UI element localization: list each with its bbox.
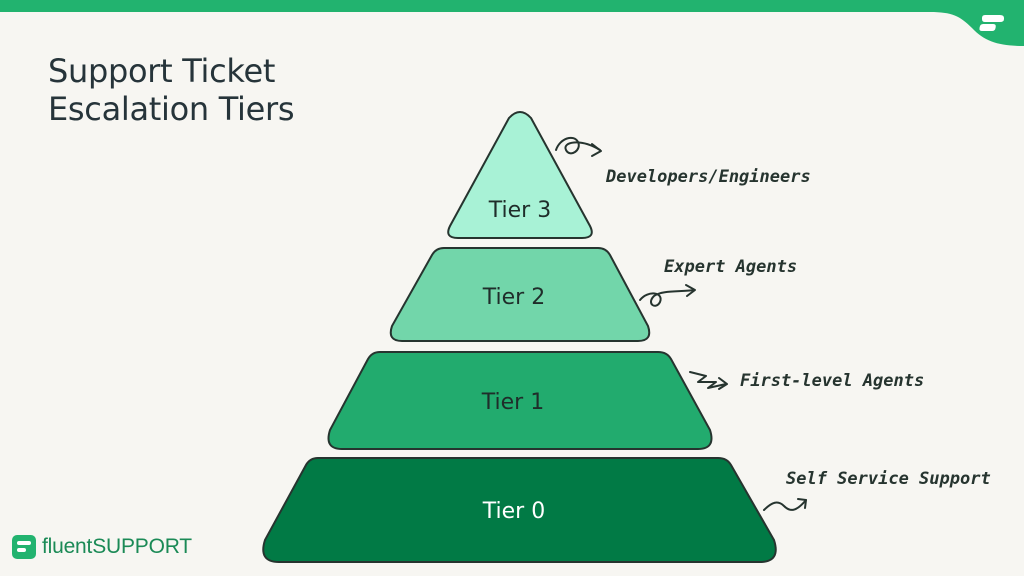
tier-2-label: Tier 2 [482, 285, 545, 310]
brand-logo: fluentSUPPORT [12, 534, 192, 560]
wave-arrow-icon [763, 499, 807, 511]
arrowhead-icon [797, 498, 807, 509]
arrowhead-icon [718, 377, 728, 390]
tier-3-label: Tier 3 [488, 198, 551, 223]
brand-mark-icon [979, 15, 1004, 31]
loop-arrow-icon [639, 289, 695, 307]
tier-0: Tier 0 [262, 457, 777, 563]
tier-1-description: First-level Agents [740, 371, 924, 391]
title-line-1: Support Ticket [48, 52, 276, 90]
arrowhead-icon [685, 284, 696, 297]
tier-2: Tier 2 [389, 247, 651, 342]
brand-wordmark: fluentSUPPORT [42, 535, 192, 559]
title-line-2: Escalation Tiers [48, 90, 295, 128]
annotation-tier-1: First-level Agents [689, 371, 924, 391]
arrowhead-icon [591, 143, 602, 157]
tier-2-shape [389, 247, 651, 342]
fluent-logo-icon [12, 535, 36, 559]
zigzag-arrow-icon [689, 371, 727, 389]
annotation-tier-2: Expert Agents [639, 257, 797, 307]
tier-1-label: Tier 1 [481, 390, 544, 415]
loop-arrow-icon [555, 136, 601, 155]
page-title: Support Ticket Escalation Tiers [48, 52, 295, 128]
tier-1: Tier 1 [327, 351, 713, 450]
brand-wordmark-part-2: SUPPORT [92, 535, 192, 558]
tier-0-shape [262, 457, 777, 563]
top-accent-bar [0, 0, 1024, 46]
tier-2-description: Expert Agents [664, 257, 797, 277]
tier-3-shape [447, 111, 593, 239]
tier-0-label: Tier 0 [482, 499, 545, 524]
tier-0-description: Self Service Support [786, 469, 991, 489]
brand-wordmark-part-1: fluent [42, 535, 93, 558]
tier-1-shape [327, 351, 713, 450]
tier-3-description: Developers/Engineers [605, 167, 811, 187]
annotation-tier-0: Self Service Support [763, 469, 991, 511]
tier-3: Tier 3 [447, 111, 593, 239]
annotation-tier-3: Developers/Engineers [555, 136, 811, 187]
